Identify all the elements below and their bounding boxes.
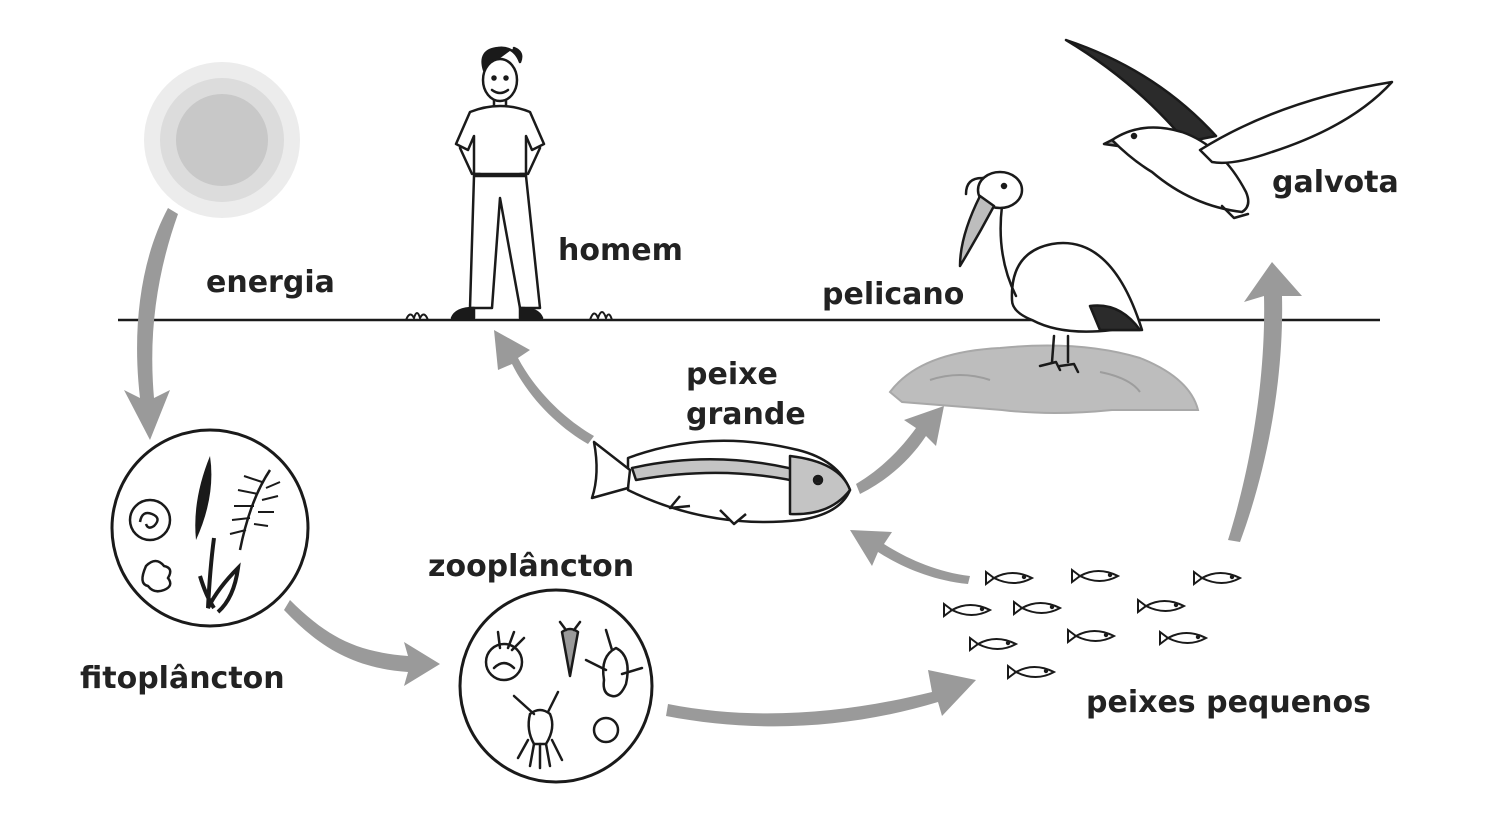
rock — [888, 344, 1200, 414]
arrows — [124, 208, 1302, 727]
arrow-phyto-to-zoo — [284, 600, 440, 686]
grass-tuft-right — [589, 311, 613, 321]
arrow-smallfish-to-bigfish — [850, 530, 970, 584]
arrow-bigfish-to-man — [494, 330, 594, 444]
label-big-fish-line2: grande — [686, 397, 806, 432]
label-pelican: pelicano — [822, 277, 964, 312]
big-fish-icon — [590, 439, 852, 526]
sun-icon — [144, 62, 300, 218]
label-man: homem — [558, 233, 683, 268]
grass-tuft-left — [405, 312, 429, 321]
arrow-zoo-to-smallfish — [666, 670, 976, 727]
arrow-bigfish-to-pelican — [856, 406, 944, 494]
zooplankton-circle — [458, 588, 654, 784]
label-small-fish: peixes pequenos — [1086, 685, 1371, 720]
label-gull: galvota — [1272, 165, 1399, 200]
label-zooplankton: zooplâncton — [428, 549, 634, 584]
man-figure — [450, 46, 546, 320]
gull-icon — [1064, 38, 1394, 220]
label-big-fish-line1: peixe — [686, 357, 778, 392]
pelican-icon — [958, 170, 1144, 374]
label-phytoplankton: fitoplâncton — [80, 661, 285, 696]
phytoplankton-circle — [110, 428, 310, 628]
label-energy: energia — [206, 265, 335, 300]
arrow-smallfish-to-gull — [1228, 262, 1302, 542]
small-fish-school — [943, 568, 1243, 680]
arrow-sun-to-phyto — [124, 208, 178, 440]
